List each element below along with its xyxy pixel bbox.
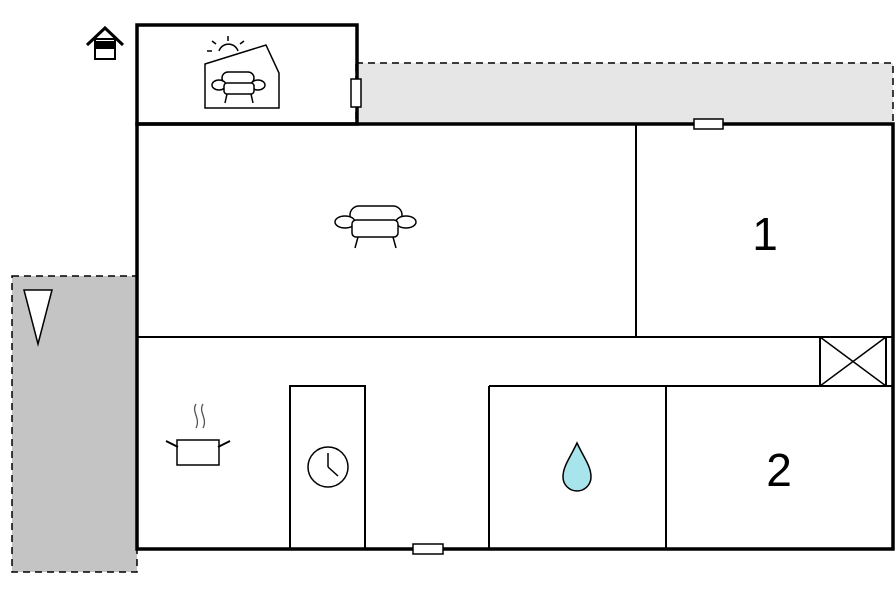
terrace-area — [355, 62, 894, 125]
sunroom-sofa-icon — [204, 36, 280, 109]
door-conservatory — [350, 78, 362, 108]
door-front — [412, 543, 444, 555]
door-bedroom1-terrace — [693, 118, 724, 130]
crossed-box-icon — [819, 336, 887, 387]
bedroom-2-number: 2 — [766, 444, 792, 496]
cooking-pot-icon — [165, 403, 231, 466]
water-drop-icon — [562, 441, 592, 492]
bedroom-1-number: 1 — [752, 208, 778, 260]
clock-icon — [307, 446, 349, 488]
house-entrance-icon — [85, 25, 125, 60]
sofa-icon — [334, 205, 417, 249]
side-area — [11, 275, 138, 573]
utility-room — [289, 385, 366, 550]
triangle-flag-icon — [23, 289, 53, 347]
